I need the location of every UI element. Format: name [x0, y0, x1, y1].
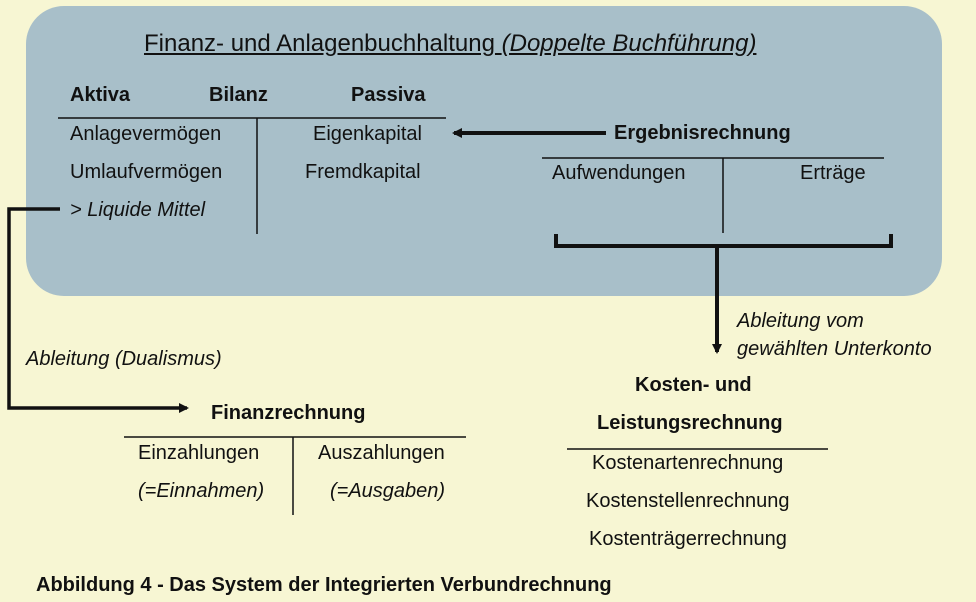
kosten-item: Kostenträgerrechnung: [589, 528, 787, 550]
bilanz-aktiva-head: Aktiva: [70, 84, 131, 106]
ergebnis-bracket: [554, 234, 893, 248]
main-title-text: Finanz- und Anlagenbuchhaltung: [144, 30, 495, 57]
ableitung-unterkonto-line: Ableitung vom: [737, 310, 864, 332]
bilanz-head: Bilanz: [209, 84, 268, 106]
main-title: Finanz- und Anlagenbuchhaltung (Doppelte…: [144, 30, 756, 58]
bilanz-left-item: Anlagevermögen: [70, 123, 222, 145]
ableitung-dualismus: Ableitung (Dualismus): [26, 348, 222, 370]
bilanz-right-item: Eigenkapital: [313, 123, 422, 145]
kosten-title-line: Kosten- und: [635, 374, 752, 396]
finanz-left-item: Einzahlungen: [138, 442, 260, 464]
finanz-right-item: Auszahlungen: [318, 442, 445, 464]
kosten-title-line: Leistungsrechnung: [597, 412, 783, 434]
finanz-title: Finanzrechnung: [211, 402, 366, 424]
bilanz-right-item: Fremdkapital: [305, 161, 421, 183]
finanz-right-item: (=Ausgaben): [330, 480, 446, 502]
kosten-item: Kostenartenrechnung: [592, 452, 784, 474]
main-title-sub: (Doppelte Buchführung): [501, 30, 757, 57]
ergebnis-right: Erträge: [800, 162, 866, 184]
ergebnis-title: Ergebnisrechnung: [614, 122, 791, 144]
ableitung-unterkonto-line: gewählten Unterkonto: [737, 338, 932, 360]
bilanz-left-item: Umlaufvermögen: [70, 161, 223, 183]
ergebnis-left: Aufwendungen: [552, 162, 686, 184]
bilanz-passiva-head: Passiva: [351, 84, 426, 106]
bilanz-left-item: > Liquide Mittel: [70, 199, 206, 221]
kosten-item: Kostenstellenrechnung: [586, 490, 790, 512]
figure-caption: Abbildung 4 - Das System der Integrierte…: [36, 574, 612, 596]
finanz-left-item: (=Einnahmen): [138, 480, 265, 502]
arrow-to-finanzrechnung: [7, 207, 189, 413]
